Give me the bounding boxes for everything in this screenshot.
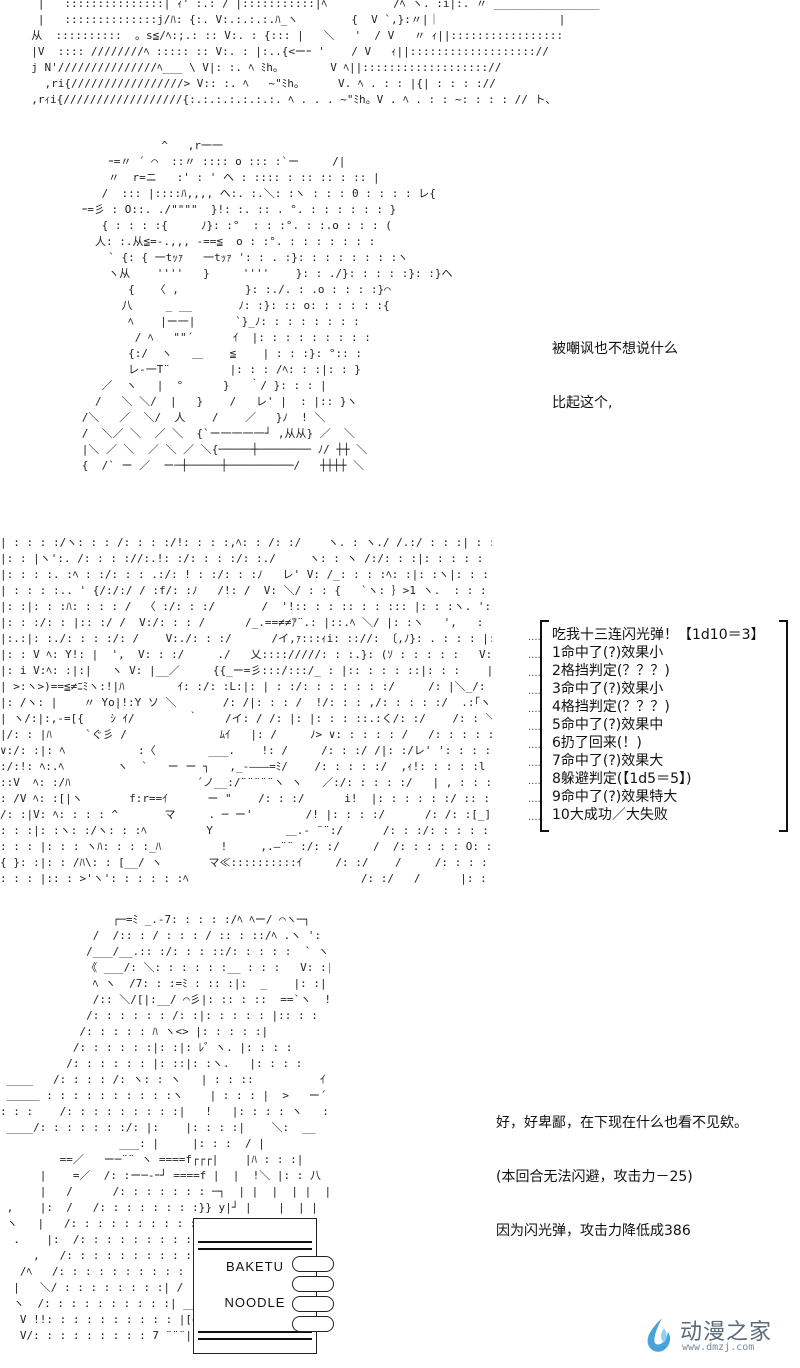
right-bracket xyxy=(779,620,788,832)
panel-1-caption: 被嘲讽也不想说什么 比起这个, xyxy=(552,304,678,430)
row-prefix: .... xyxy=(528,686,541,697)
site-watermark: 动漫之家 www.dmzj.com xyxy=(642,1312,792,1358)
row-prefix: .... xyxy=(528,740,541,751)
caption-line: 好，好卑鄙，在下现在什么也看不见欸。 xyxy=(496,1115,748,1131)
list-item: 9命中了(?)效果特大 xyxy=(552,789,678,805)
list-item: 7命中了(?)效果大 xyxy=(552,753,664,769)
cup-label-line-2: NOODLE xyxy=(224,1295,286,1310)
fingers xyxy=(292,1256,336,1340)
watermark-name: 动漫之家 xyxy=(680,1320,773,1345)
top-art-strip: | :::::::::::::::| ｨ' :.: / |:::::::::::… xyxy=(0,0,800,130)
list-item: 8躲避判定(【1d5＝5】) xyxy=(552,771,692,787)
ascii-art-character-2: | : : : :/ヽ: : : /: : : :/!: : : :,ﾍ: : … xyxy=(0,536,492,885)
panel-2-art: | : : : :/ヽ: : : /: : : :/!: : : :,ﾍ: : … xyxy=(0,535,492,900)
caption-line: 比起这个, xyxy=(552,395,613,411)
caption-line: (本回合无法闪避，攻击力－25) xyxy=(496,1169,693,1185)
row-prefix: .... xyxy=(528,722,541,733)
watermark-url: www.dmzj.com xyxy=(682,1342,755,1353)
list-item: 4格挡判定(？？？) xyxy=(552,699,670,715)
ascii-art-character-3: ┌─=ﾐ _.-7: : : : :/ﾍ ﾍー/ ⌒ヽ─┐ / /:: : / … xyxy=(0,913,330,1342)
left-bracket xyxy=(540,620,549,832)
row-prefix: .... xyxy=(528,776,541,787)
list-item: 2格挡判定(？？？) xyxy=(552,663,670,679)
row-prefix: .... xyxy=(528,650,541,661)
roll-outcomes: 吃我十三连闪光弹！【1d10＝3】 1命中了(?)效果小 2格挡判定(？？？) … xyxy=(552,626,765,824)
row-prefix: .... xyxy=(528,794,541,805)
list-item: 3命中了(?)效果小 xyxy=(552,681,664,697)
row-prefix: .... xyxy=(528,812,541,823)
ascii-art-top: | :::::::::::::::| ｨ' :.: / |:::::::::::… xyxy=(31,0,600,106)
list-item: 6扔了回来(！) xyxy=(552,735,642,751)
cup-label-line-1: BAKETU xyxy=(225,1259,284,1274)
dice-roll-list: .... .... .... .... .... .... .... .... … xyxy=(528,618,788,834)
ascii-art-character-1: ^ ,r一一 ｰ=〃 ´ ⌒ ::〃 :::: o ::: :`ー /| 〃 r… xyxy=(81,139,453,472)
panel-1-art: ^ ,r一一 ｰ=〃 ´ ⌒ ::〃 :::: o ::: :`ー /| 〃 r… xyxy=(0,138,520,520)
cup-stripe xyxy=(198,1241,312,1250)
caption-line: 被嘲讽也不想说什么 xyxy=(552,341,678,357)
caption-line: 因为闪光弹，攻击力降低成386 xyxy=(496,1223,691,1239)
list-item: 1命中了(?)效果小 xyxy=(552,645,664,661)
row-prefix: .... xyxy=(528,704,541,715)
panel-3-art: ┌─=ﾐ _.-7: : : : :/ﾍ ﾍー/ ⌒ヽ─┐ / /:: : / … xyxy=(0,912,330,1368)
row-prefix: .... xyxy=(528,758,541,769)
row-prefix: .... xyxy=(528,632,541,643)
list-item: 吃我十三连闪光弹！【1d10＝3】 xyxy=(552,627,765,643)
row-prefix: .... xyxy=(528,668,541,679)
list-item: 5命中了(?)效果中 xyxy=(552,717,664,733)
cup-stripe xyxy=(198,1331,312,1340)
drop-logo-icon xyxy=(647,1318,671,1352)
list-item: 10大成功／大失败 xyxy=(552,807,668,823)
panel-3-caption: 好，好卑鄙，在下现在什么也看不见欸。 (本回合无法闪避，攻击力－25) 因为闪光… xyxy=(496,1078,748,1258)
